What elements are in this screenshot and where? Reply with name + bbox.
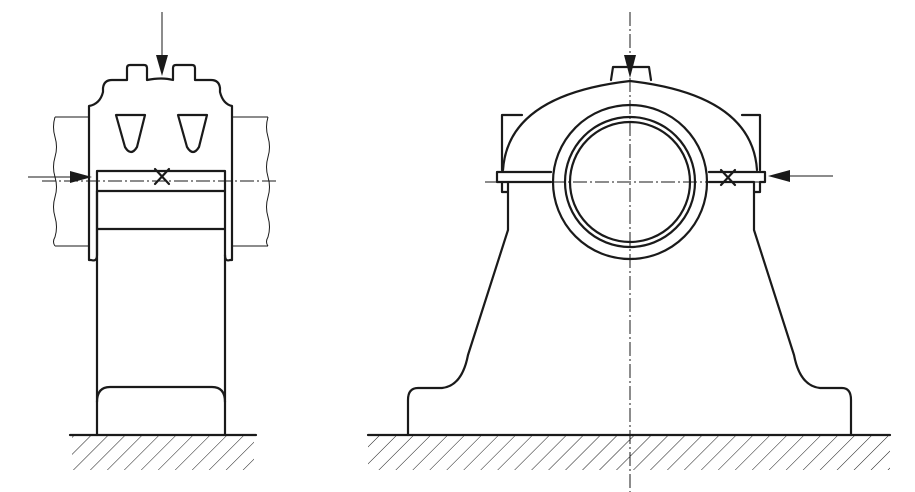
- side-lugs: [500, 113, 762, 172]
- arrow-left-right: [768, 170, 833, 182]
- pedestal-body: [95, 189, 227, 437]
- shaft-left: [53, 116, 270, 247]
- cap-window-1: [114, 113, 147, 154]
- cross-mark-left: [153, 167, 171, 186]
- housing-flange: [87, 63, 234, 262]
- arrow-right-left: [28, 171, 92, 183]
- arrow-down-right: [624, 55, 636, 78]
- foot-recess: [95, 385, 227, 404]
- cap-window-2: [176, 113, 209, 154]
- ground-left: [68, 433, 258, 470]
- front-view: [366, 12, 892, 492]
- side-view: [28, 12, 276, 470]
- ground-right: [366, 433, 892, 470]
- arrow-down-left: [156, 12, 168, 76]
- cross-mark-right: [719, 168, 737, 187]
